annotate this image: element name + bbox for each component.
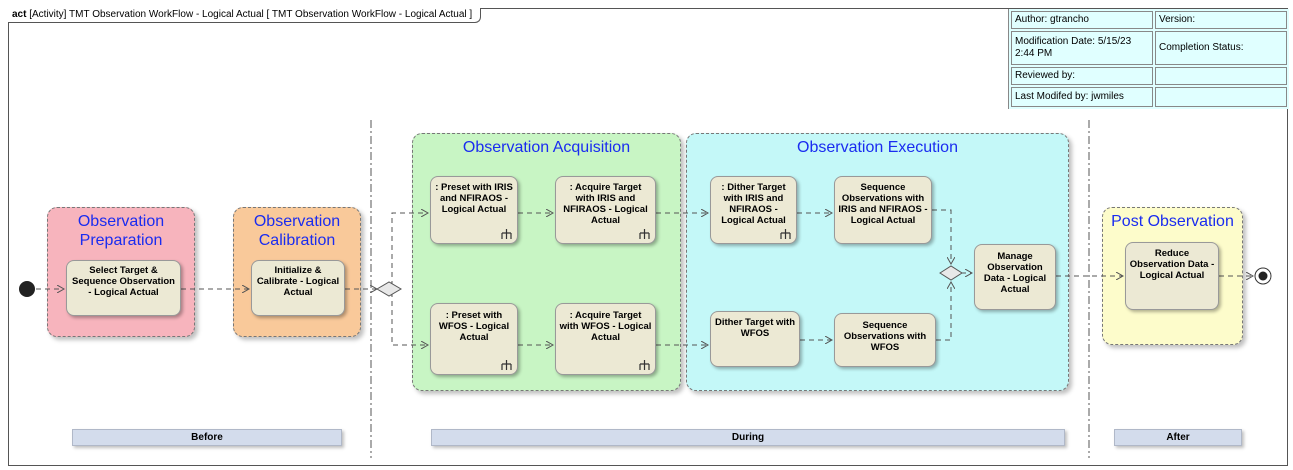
group-title-post: Post Observation [1111,213,1234,230]
phase-during: During [431,429,1065,446]
rake-icon [501,229,512,239]
action-select-target[interactable]: Select Target & Sequence Observation - L… [66,260,181,316]
flow-fork-to-preset-wfos [389,294,428,345]
action-dither-iris[interactable]: : Dither Target with IRIS and NFIRAOS - … [710,176,797,244]
reviewed-by-cell: Reviewed by: [1011,67,1153,85]
fork-node [376,281,402,297]
reviewed-by-value-cell [1155,67,1287,85]
action-preset-wfos[interactable]: : Preset with WFOS - Logical Actual [430,303,518,375]
flow-sequence-wfos-to-merge [936,282,951,341]
last-modified-value-cell [1155,87,1287,107]
rake-icon [780,229,791,239]
flow-sequence-iris-to-merge [932,209,951,264]
action-acquire-wfos[interactable]: : Acquire Target with WFOS - Logical Act… [555,303,656,375]
author-cell: Author: gtrancho [1011,11,1153,29]
action-acquire-iris[interactable]: : Acquire Target with IRIS and NFIRAOS -… [555,176,656,244]
frame-title-tab: act [Activity] TMT Observation WorkFlow … [8,8,482,23]
rake-icon [501,360,512,370]
final-node-inner [1258,271,1268,281]
activity-frame [8,8,1288,466]
version-cell: Version: [1155,11,1287,29]
action-acquire-iris-label: : Acquire Target with IRIS and NFIRAOS -… [563,182,648,226]
action-initialize-calibrate[interactable]: Initialize & Calibrate - Logical Actual [251,260,345,316]
flow-fork-to-preset-iris [389,213,428,284]
phase-after: After [1114,429,1242,446]
action-reduce-data[interactable]: Reduce Observation Data - Logical Actual [1125,242,1219,310]
group-title-calibration: Observation Calibration [253,213,341,249]
rake-icon [639,360,650,370]
action-preset-iris[interactable]: : Preset with IRIS and NFIRAOS - Logical… [430,176,518,244]
action-sequence-iris[interactable]: Sequence Observations with IRIS and NFIR… [834,176,932,244]
merge-node [939,265,963,281]
info-table: Author: gtrancho Version: Modification D… [1008,9,1289,109]
rake-icon [639,229,650,239]
phase-before: Before [72,429,342,446]
group-title-acquisition: Observation Acquisition [462,139,631,156]
action-dither-iris-label: : Dither Target with IRIS and NFIRAOS - … [721,182,786,226]
modification-date-cell: Modification Date: 5/15/23 2:44 PM [1011,31,1153,65]
action-preset-wfos-label: : Preset with WFOS - Logical Actual [438,310,510,343]
frame-keyword: act [12,9,27,20]
group-title-preparation: Observation Preparation [77,213,165,249]
action-sequence-wfos[interactable]: Sequence Observations with WFOS [834,313,936,367]
initial-node [19,281,35,297]
group-title-execution: Observation Execution [797,139,958,156]
action-preset-iris-label: : Preset with IRIS and NFIRAOS - Logical… [435,182,513,215]
frame-title: [Activity] TMT Observation WorkFlow - Lo… [29,9,473,20]
action-manage-data[interactable]: Manage Observation Data - Logical Actual [974,244,1056,310]
action-dither-wfos[interactable]: Dither Target with WFOS [710,311,800,367]
last-modified-cell: Last Modifed by: jwmiles [1011,87,1153,107]
completion-status-cell: Completion Status: [1155,31,1287,65]
action-acquire-wfos-label: : Acquire Target with WFOS - Logical Act… [559,310,652,343]
